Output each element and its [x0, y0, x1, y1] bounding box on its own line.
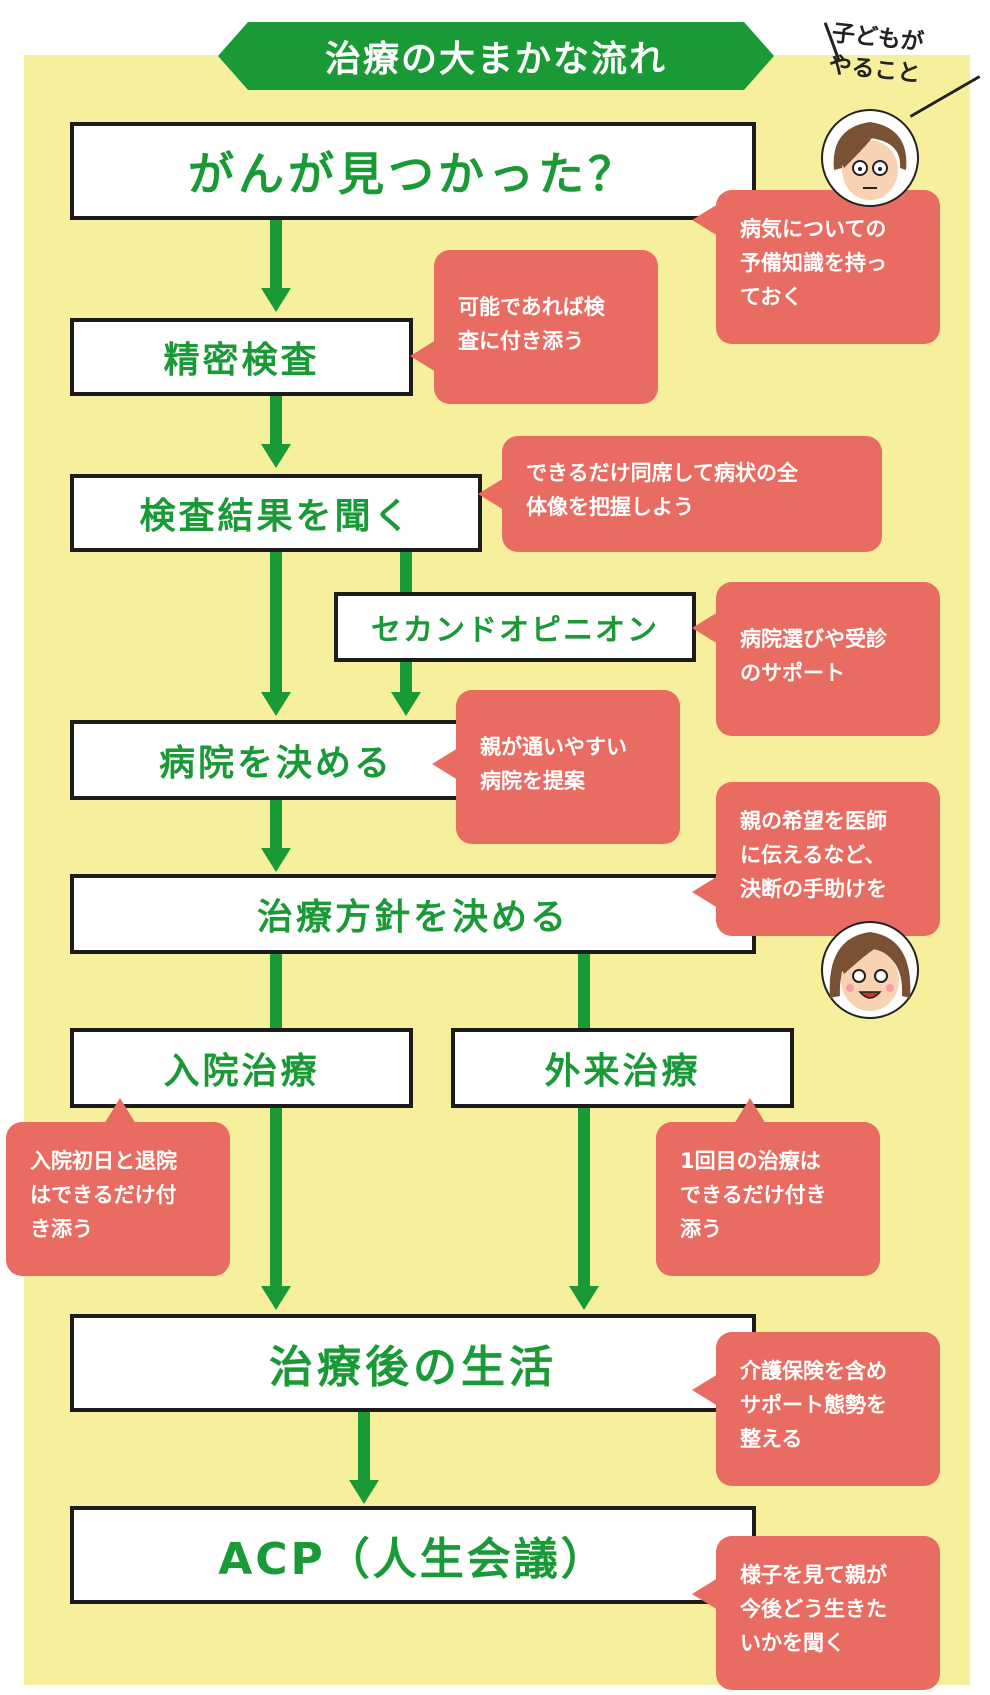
note-hear-results: できるだけ同席して病状の全 体像を把握しよう: [502, 436, 882, 552]
note-inpatient-tail: [104, 1098, 136, 1124]
note-decide-hospital: 親が通いやすい 病院を提案: [456, 690, 680, 844]
smiling-face-icon: [821, 921, 919, 1019]
arrow-3a: [261, 692, 291, 716]
step-hear-results: 検査結果を聞く: [70, 474, 482, 552]
title-banner: 治療の大まかな流れ: [218, 22, 774, 90]
arrow-3b: [391, 692, 421, 716]
note-after-treatment-tail: [692, 1374, 718, 1406]
page-title: 治療の大まかな流れ: [324, 39, 667, 80]
step-outpatient: 外来治療: [451, 1028, 794, 1108]
arrow-6b: [569, 1286, 599, 1310]
note-acp-tail: [692, 1578, 718, 1610]
connector-5a: [270, 954, 282, 1028]
arrow-6a: [261, 1286, 291, 1310]
connector-7: [358, 1412, 370, 1482]
step-decide-hospital: 病院を決める: [70, 720, 482, 800]
connector-2: [270, 396, 282, 446]
worried-face-icon: [821, 109, 919, 207]
step-second-opinion: セカンドオピニオン: [334, 592, 696, 662]
note-outpatient-tail: [734, 1098, 766, 1124]
step-inpatient: 入院治療: [70, 1028, 413, 1108]
legend-label: 子どもが やること: [827, 20, 925, 88]
step-acp: ACP（人生会議）: [70, 1506, 756, 1604]
note-found-tail: [692, 204, 718, 236]
arrow-1: [261, 288, 291, 312]
note-after-treatment: 介護保険を含め サポート態勢を 整える: [716, 1332, 940, 1486]
note-inpatient: 入院初日と退院 はできるだけ付 き添う: [6, 1122, 230, 1276]
title-ribbon-shape: [218, 22, 774, 90]
note-decide-policy: 親の希望を医師 に伝えるなど、 決断の手助けを: [716, 782, 940, 936]
arrow-4: [261, 848, 291, 872]
note-detailed-exam-tail: [410, 340, 436, 372]
note-outpatient: 1回目の治療は できるだけ付き 添う: [656, 1122, 880, 1276]
note-detailed-exam: 可能であれば検 査に付き添う: [434, 250, 658, 404]
note-hear-results-tail: [478, 478, 504, 510]
note-second-opinion: 病院選びや受診 のサポート: [716, 582, 940, 736]
connector-6a: [270, 1108, 282, 1288]
step-after-treatment: 治療後の生活: [70, 1314, 756, 1412]
step-detailed-exam: 精密検査: [70, 318, 413, 396]
arrow-2: [261, 444, 291, 468]
arrow-7: [349, 1480, 379, 1504]
step-decide-policy: 治療方針を決める: [70, 874, 756, 954]
connector-4: [270, 800, 282, 850]
connector-6b: [578, 1108, 590, 1288]
note-acp: 様子を見て親が 今後どう生きた いかを聞く: [716, 1536, 940, 1690]
connector-3a: [270, 552, 282, 694]
step-cancer-found: がんが見つかった？: [70, 122, 756, 220]
connector-3b: [400, 552, 412, 592]
note-second-opinion-tail: [692, 612, 718, 644]
note-decide-hospital-tail: [432, 748, 458, 780]
connector-3c: [400, 662, 412, 694]
note-decide-policy-tail: [692, 876, 718, 908]
note-found: 病気についての 予備知識を持っ ておく: [716, 190, 940, 344]
connector-5b: [578, 954, 590, 1028]
connector-1: [270, 220, 282, 290]
